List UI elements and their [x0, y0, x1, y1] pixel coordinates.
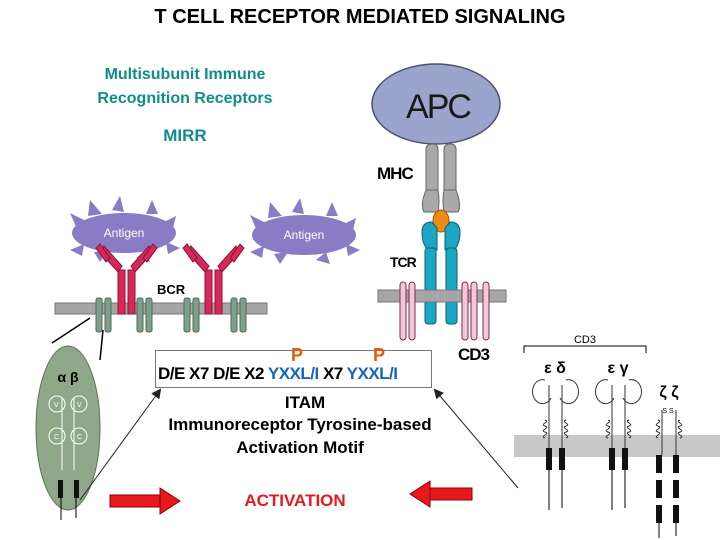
mhc-molecule	[421, 143, 461, 213]
itam-label: ITAM	[284, 393, 326, 412]
zoom-line-right	[99, 329, 104, 361]
cd3-epsilon-delta-chains	[532, 379, 579, 450]
antigen-right-label: Antigen	[284, 228, 325, 242]
bcr-receptor-left	[95, 243, 158, 315]
antigen-left-label: Antigen	[104, 226, 145, 240]
antigen-right-shape	[250, 198, 360, 264]
activation-arrow-right	[409, 480, 473, 508]
cd3-small-label: CD3	[574, 334, 596, 346]
itam-seq-part1: D/E X7 D/E X2	[158, 364, 268, 383]
bcr-signaling-chains	[95, 297, 247, 333]
ss-bond-label: S S	[662, 408, 674, 415]
zeta-zeta-label: ζ ζ	[659, 384, 679, 401]
mirr-label: MIRR	[163, 126, 207, 145]
epsilon-delta-label: ε δ	[544, 360, 566, 377]
arrow-from-cd3	[433, 388, 519, 489]
activation-label: ACTIVATION	[244, 491, 346, 510]
itam-full-name-line-2: Activation Motif	[236, 438, 364, 457]
arrow-from-alpha-beta	[79, 388, 162, 501]
epsilon-gamma-label: ε γ	[608, 360, 629, 377]
bcr-receptor-right	[182, 243, 245, 315]
antigen-left-shape	[70, 196, 180, 262]
zeta-chains	[655, 410, 683, 455]
v-domain-label-left: V	[54, 402, 59, 409]
alpha-beta-panel	[35, 345, 101, 511]
alpha-beta-tails	[58, 480, 79, 520]
cd3-large-label: CD3	[458, 345, 490, 364]
itam-full-name-line-1: Immunoreceptor Tyrosine-based	[168, 415, 432, 434]
tcr-receptor	[421, 221, 461, 325]
phosphate-label-left: P	[291, 345, 304, 365]
apc-label: APC	[406, 88, 471, 126]
v-domain-label-right: V	[77, 402, 82, 409]
alpha-beta-label: α β	[57, 369, 78, 385]
mhc-label: MHC	[377, 164, 413, 183]
c-domain-label-right: C	[77, 434, 82, 441]
slide-title: T CELL RECEPTOR MEDIATED SIGNALING	[154, 6, 566, 28]
apc-cell	[371, 63, 501, 145]
tcr-label: TCR	[390, 254, 417, 270]
bcr-label: BCR	[157, 282, 186, 297]
itam-seq-part2: X7	[318, 364, 347, 383]
itam-sequence: D/E X7 D/E X2 YXXL/I X7 YXXL/I	[158, 364, 398, 384]
activation-arrow-left	[109, 487, 181, 515]
subtitle-line-1: Multisubunit Immune	[104, 66, 266, 83]
cd3-bracket	[523, 345, 647, 353]
cd3-itam-tails	[546, 448, 679, 538]
itam-sequence-box	[155, 350, 432, 388]
itam-seq-motif2: YXXL/I	[346, 364, 398, 383]
cd3-epsilon-gamma-chains	[595, 379, 642, 450]
alpha-beta-domains	[48, 395, 88, 470]
phosphate-label-right: P	[373, 345, 386, 365]
subtitle-line-2: Recognition Receptors	[97, 90, 273, 107]
zoom-line-left	[51, 317, 91, 344]
cd3-chains	[399, 281, 490, 341]
cd3-membrane	[514, 435, 720, 457]
c-domain-label-left: C	[54, 434, 59, 441]
bcr-membrane	[54, 302, 268, 315]
itam-seq-motif1: YXXL/I	[267, 364, 319, 383]
peptide-antigen	[432, 209, 450, 233]
